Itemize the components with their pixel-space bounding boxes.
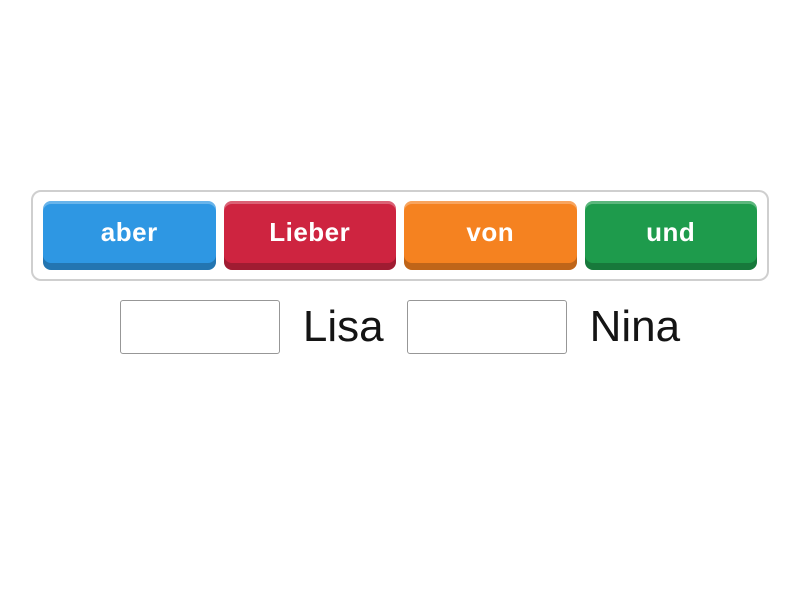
word-tile-von[interactable]: von <box>404 201 577 270</box>
sentence-word-lisa: Lisa <box>302 301 384 351</box>
word-bank-tray: aber Lieber von und <box>31 190 769 281</box>
word-tile-aber[interactable]: aber <box>43 201 216 270</box>
sentence-row: Lisa Nina <box>0 299 800 354</box>
word-tile-lieber[interactable]: Lieber <box>223 201 396 270</box>
answer-blank-2[interactable] <box>406 299 567 354</box>
answer-blank-1[interactable] <box>119 299 280 354</box>
sentence-word-nina: Nina <box>589 301 681 351</box>
word-tile-und[interactable]: und <box>584 201 757 270</box>
